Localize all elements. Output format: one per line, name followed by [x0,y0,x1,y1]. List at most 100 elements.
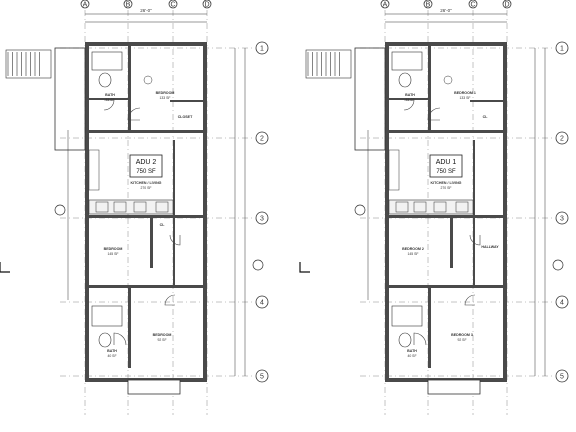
grid-bubble-col-circle [380,0,390,9]
room-label: BATH [405,93,415,97]
room-area: 92 SF [457,338,466,342]
room-area: 145 SF [408,252,419,256]
interior-wall [473,218,475,285]
room-label: BATH [107,349,117,353]
stair-outline [305,49,352,79]
door-swing [469,234,481,246]
grid-bubble-col: B [126,2,131,9]
toilet [398,72,412,88]
grid-bubble-row-circle [255,211,269,225]
kitchen-counter [88,199,174,215]
toilet [98,332,112,348]
door-swing [113,332,127,346]
exterior-wall-right [203,42,207,382]
fixture-circle [143,75,153,85]
grid-bubble-row-circle [255,295,269,309]
grid-bubble-row: 4 [560,300,564,307]
grid-bubble-row-circle [255,369,269,383]
grid-bubble-col-circle [468,0,478,9]
unit-name: ADU 2 [136,159,157,166]
grid-bubble-col-circle [502,0,512,9]
grid-bubble-col-circle [168,0,178,9]
grid-bubble-row: 5 [560,374,564,381]
exterior-stair [305,49,352,79]
room-label: BEDROOM 2 [402,247,424,251]
room-label: BEDROOM [153,333,172,337]
appliance [395,201,409,213]
toilet [98,72,112,88]
exterior-wall-right [503,42,507,382]
unit-label-frame [129,154,163,178]
room-area: 133 SF [160,96,171,100]
appliance [155,201,169,213]
unit-name: ADU 1 [436,159,457,166]
interior-wall [428,46,431,130]
interior-wall [150,218,153,268]
room-label: BATH [407,349,417,353]
entry-porch [354,47,386,151]
interior-wall [89,285,203,288]
exterior-wall-top [85,42,207,46]
exterior-wall-left [85,42,89,382]
interior-wall [389,285,503,288]
shower [91,51,123,71]
door-swing [127,107,141,121]
room-area: 270 SF [141,186,152,190]
room-label: BATH [105,93,115,97]
room-label: CLOSET [178,115,193,119]
exterior-wall-left [385,42,389,382]
grid-bubble-row: 2 [260,136,264,143]
interior-wall [128,46,131,130]
shower [91,305,123,327]
grid-bubble-col: B [426,2,431,9]
room-area: 270 SF [441,186,452,190]
door-swing [464,294,476,306]
overall-dimension: 26'-0" [140,8,152,13]
appliance [413,201,427,213]
room-area: 43 SF [105,98,114,102]
room-area: 43 SF [405,98,414,102]
grid-bubble-col: C [170,2,175,9]
fixture-circle [443,75,453,85]
grid-bubble-col-circle [423,0,433,9]
entry-stoop [127,379,181,395]
room-label: BEDROOM [104,247,123,251]
interior-wall [128,288,131,368]
exterior-wall-top [385,42,507,46]
appliance [113,201,127,213]
entry-stoop [427,379,481,395]
grid-bubble-row-circle [555,41,569,55]
interior-wall [89,130,203,133]
room-area: 133 SF [460,96,471,100]
room-area: 40 SF [107,354,116,358]
shower [391,51,423,71]
grid-bubble-col: D [504,2,509,9]
grid-bubble-row-circle [255,131,269,145]
room-label: CL [483,115,489,119]
entry-porch [54,47,86,151]
interior-wall [428,288,431,368]
room-label: CL [160,223,166,227]
grid-bubble-col-circle [80,0,90,9]
stair-outline [5,49,52,79]
closet-shelf [388,149,400,191]
interior-wall [389,215,503,218]
grid-bubble-row: 1 [560,46,564,53]
grid-bubble-col: A [383,2,388,9]
overall-dimension: 26'-0" [440,8,452,13]
exterior-stair [5,49,52,79]
interior-wall [473,140,475,215]
room-label: HALLWAY [481,245,499,249]
grid-bubble-row-circle [555,131,569,145]
appliance [133,201,147,213]
appliance [433,201,447,213]
closet-shelf [88,149,100,191]
grid-bubble-col-circle [202,0,212,9]
room-label: BEDROOM 1 [454,91,476,95]
grid-bubble-col-circle [123,0,133,9]
